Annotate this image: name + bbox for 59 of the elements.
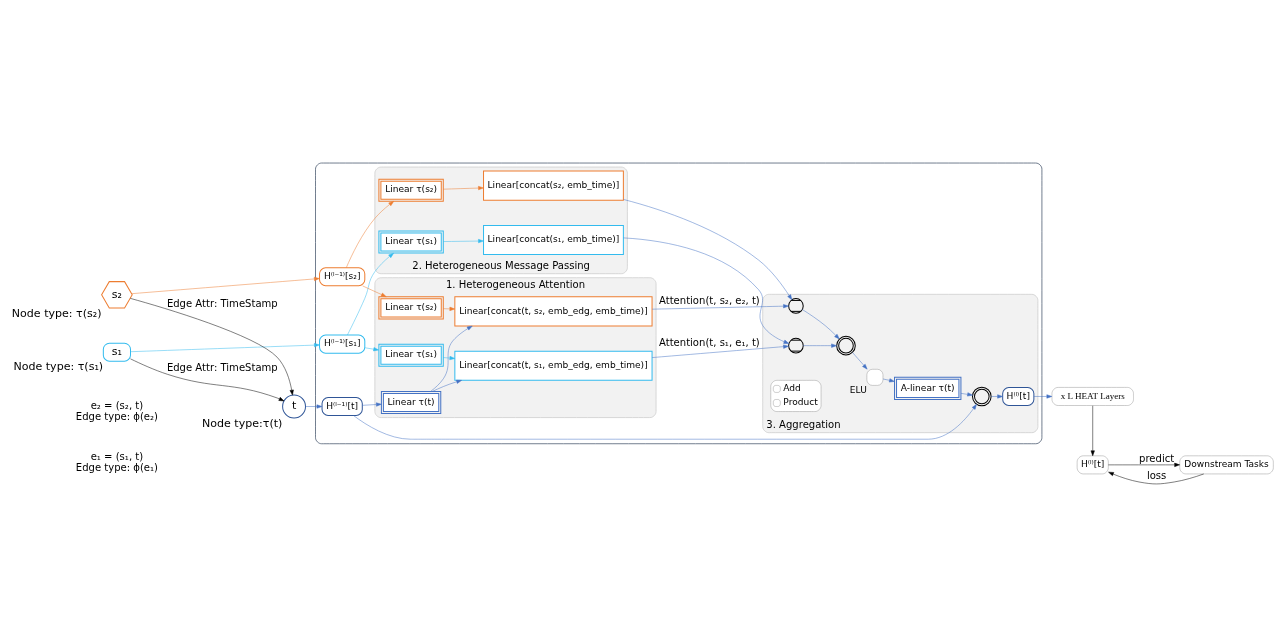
node-box: Downstream Tasks xyxy=(1179,455,1274,475)
node-box: H⁽ˡ⁻¹⁾[s₁] xyxy=(319,334,366,354)
node-box xyxy=(866,369,884,386)
arrow xyxy=(130,343,320,352)
arrow xyxy=(362,402,382,407)
node-label: Node type:τ(t) xyxy=(202,416,283,430)
arrow xyxy=(882,378,895,383)
arrow xyxy=(130,298,294,396)
node-box: Linear[concat(s₁, emb_time)] xyxy=(483,224,624,256)
arrow xyxy=(347,252,394,336)
arrow xyxy=(651,344,789,358)
arrow xyxy=(443,186,484,191)
node-box: H⁽ˡ⁻¹⁾[t] xyxy=(321,396,363,417)
arrow xyxy=(991,394,1003,399)
arrow xyxy=(305,404,323,409)
arrow xyxy=(1108,471,1204,485)
arrow xyxy=(131,276,320,294)
node-box: Linear[concat(t, s₁, emb_edg, emb_time)] xyxy=(454,350,653,381)
arrow xyxy=(1090,405,1095,457)
node-circle: t xyxy=(282,394,306,419)
node-box: H⁽ˡ⁾[t] xyxy=(1002,386,1035,406)
arrow xyxy=(443,306,456,311)
arrow xyxy=(130,358,285,402)
arrow xyxy=(432,379,462,392)
node-box: s₁ xyxy=(102,342,131,362)
arrow xyxy=(852,352,868,370)
arrow xyxy=(353,404,977,440)
arrow xyxy=(960,392,973,397)
arrow xyxy=(430,325,473,392)
arrow xyxy=(443,239,484,244)
edge-label: loss xyxy=(1146,469,1167,481)
arrow xyxy=(651,304,789,310)
node-label: Node type: τ(s₂) xyxy=(11,306,102,320)
node-label: ELU xyxy=(849,384,867,395)
label: e₂ = (s₂, t) Edge type: ϕ(e₂) xyxy=(75,399,159,422)
arrow xyxy=(362,285,387,297)
arrow xyxy=(443,356,456,361)
arrow xyxy=(623,199,793,301)
arrow xyxy=(802,309,840,340)
node-box: Linear[concat(s₂, emb_time)] xyxy=(483,170,624,201)
node-box: Linear[concat(t, s₂, emb_edg, emb_time)] xyxy=(454,296,653,327)
arrow xyxy=(346,201,394,268)
node-box: H⁽ˡ⁻¹⁾[s₂] xyxy=(319,267,366,287)
legend-label: Add xyxy=(783,383,801,394)
node-box: x L HEAT Layers xyxy=(1051,387,1134,406)
edge-label: predict xyxy=(1139,452,1175,464)
arrow xyxy=(623,237,790,344)
legend-label: Product xyxy=(783,397,818,408)
arrow xyxy=(1033,394,1053,399)
arrow xyxy=(364,347,379,352)
node-box: H⁽ˡ⁾[t] xyxy=(1076,455,1109,475)
label: e₁ = (s₁, t) Edge type: ϕ(e₁) xyxy=(75,450,159,473)
arrow xyxy=(803,343,837,348)
edge-label: Edge Attr: TimeStamp xyxy=(166,298,278,310)
edge-label: Attention(t, s₂, e₂, t) xyxy=(659,294,760,306)
node-label: Node type: τ(s₁) xyxy=(13,360,104,374)
arrow xyxy=(1108,462,1180,467)
edge-label: Edge Attr: TimeStamp xyxy=(166,362,278,374)
edge-label: Attention(t, s₁, e₁, t) xyxy=(659,337,760,349)
